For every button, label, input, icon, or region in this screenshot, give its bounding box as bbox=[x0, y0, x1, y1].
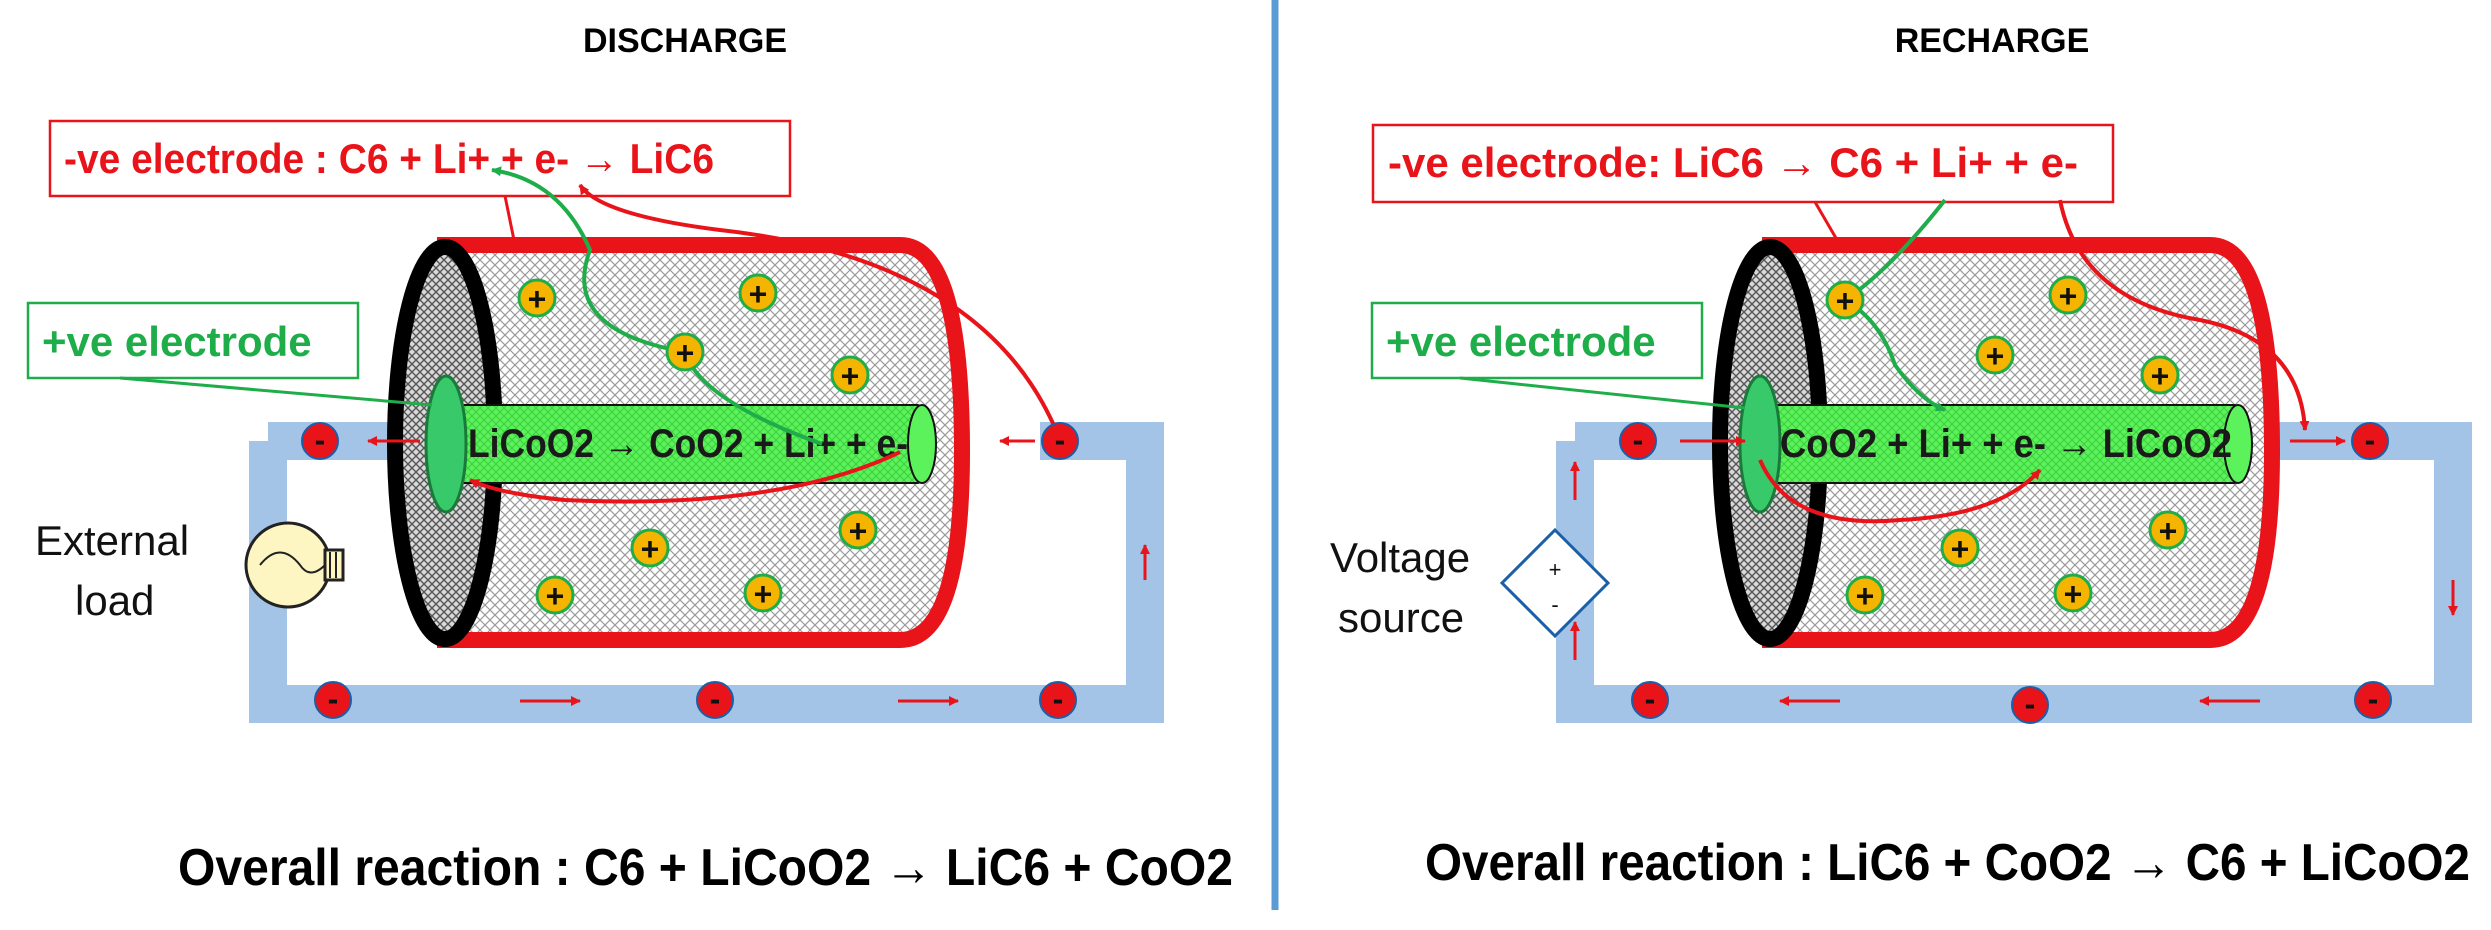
svg-text:+: + bbox=[841, 358, 860, 394]
device-label: External bbox=[35, 517, 189, 564]
li-ion: + bbox=[1845, 575, 1885, 615]
positive-electrode-label: +ve electrode bbox=[42, 318, 312, 365]
panel-title: DISCHARGE bbox=[583, 22, 787, 60]
li-ion: + bbox=[517, 278, 557, 318]
li-ion-path bbox=[491, 166, 823, 446]
svg-text:+: + bbox=[546, 578, 565, 614]
device-label: load bbox=[75, 577, 154, 624]
svg-text:+: + bbox=[1549, 557, 1562, 582]
positive-electrode-box bbox=[1370, 301, 1704, 380]
electron: - bbox=[1039, 681, 1077, 719]
positive-electrode-label: +ve electrode bbox=[1386, 318, 1656, 365]
svg-text:+: + bbox=[2151, 358, 2170, 394]
negative-electrode-box bbox=[48, 119, 792, 198]
tube-reaction: LiCoO2 → CoO2 + Li+ + e- bbox=[468, 422, 908, 466]
electron: - bbox=[1041, 422, 1079, 460]
electrode-pointer bbox=[1459, 376, 1746, 410]
tube-reaction: CoO2 + Li+ + e- → LiCoO2 bbox=[1780, 422, 2232, 466]
electron: - bbox=[2354, 681, 2392, 719]
svg-text:-: - bbox=[1645, 681, 1656, 717]
svg-text:+: + bbox=[1986, 338, 2005, 374]
voltage-source-icon: + - bbox=[1499, 527, 1611, 639]
svg-text:-: - bbox=[1053, 681, 1064, 717]
panel-title: RECHARGE bbox=[1895, 22, 2090, 60]
svg-text:-: - bbox=[1055, 422, 1066, 458]
svg-text:-: - bbox=[1633, 422, 1644, 458]
svg-text:+: + bbox=[2064, 576, 2083, 612]
li-ion: + bbox=[1975, 335, 2015, 375]
positive-electrode-box bbox=[26, 301, 360, 380]
li-ion: + bbox=[738, 273, 778, 313]
discharge-panel: DISCHARGE -ve electrode : C6 + Li+ + e- … bbox=[26, 22, 1233, 897]
neg-electrode-pointer bbox=[1813, 201, 1842, 246]
svg-text:+: + bbox=[528, 281, 547, 317]
li-ion: + bbox=[1940, 528, 1980, 568]
li-ion: + bbox=[630, 528, 670, 568]
electrode-pointer bbox=[119, 376, 433, 407]
svg-text:+: + bbox=[2159, 513, 2178, 549]
li-ion-path bbox=[1841, 198, 1947, 412]
electron: - bbox=[2351, 422, 2389, 460]
li-ion: + bbox=[1825, 280, 1865, 320]
overall-reaction: Overall reaction : LiC6 + CoO2 → C6 + Li… bbox=[1425, 834, 2470, 892]
electron: - bbox=[2011, 686, 2049, 724]
electron-path-top bbox=[578, 183, 1062, 441]
electron-path-bottom bbox=[1758, 459, 2042, 524]
electron: - bbox=[301, 422, 339, 460]
rod-end bbox=[907, 404, 937, 484]
electron: - bbox=[1619, 422, 1657, 460]
svg-text:-: - bbox=[2365, 422, 2376, 458]
svg-text:-: - bbox=[2025, 686, 2036, 722]
device-label: source bbox=[1338, 594, 1464, 641]
svg-text:-: - bbox=[315, 422, 326, 458]
electron-path-top bbox=[2058, 199, 2310, 431]
li-ion: + bbox=[743, 573, 783, 613]
svg-text:+: + bbox=[849, 513, 868, 549]
neg-electrode-pointer bbox=[503, 195, 517, 246]
electron: - bbox=[1631, 681, 1669, 719]
li-ion: + bbox=[2053, 573, 2093, 613]
li-ion: + bbox=[838, 510, 878, 550]
li-ion: + bbox=[830, 355, 870, 395]
li-ion: + bbox=[665, 332, 705, 372]
svg-text:+: + bbox=[754, 576, 773, 612]
li-ion: + bbox=[2048, 275, 2088, 315]
svg-text:-: - bbox=[710, 681, 721, 717]
li-ion: + bbox=[2148, 510, 2188, 550]
overall-reaction: Overall reaction : C6 + LiCoO2 → LiC6 + … bbox=[178, 839, 1233, 897]
rod-base bbox=[1738, 374, 1782, 514]
svg-text:+: + bbox=[1856, 578, 1875, 614]
electron: - bbox=[696, 681, 734, 719]
rod-end bbox=[2223, 404, 2253, 484]
device-label: Voltage bbox=[1330, 534, 1470, 581]
li-ion: + bbox=[2140, 355, 2180, 395]
rod-base bbox=[424, 374, 468, 514]
svg-text:+: + bbox=[641, 531, 660, 567]
negative-electrode-equation: -ve electrode : C6 + Li+ + e- → LiC6 bbox=[64, 135, 714, 182]
svg-text:+: + bbox=[676, 335, 695, 371]
li-ion: + bbox=[535, 575, 575, 615]
external-circuit bbox=[249, 422, 1164, 723]
svg-text:-: - bbox=[2368, 681, 2379, 717]
electron: - bbox=[314, 681, 352, 719]
svg-text:+: + bbox=[2059, 278, 2078, 314]
svg-text:+: + bbox=[749, 276, 768, 312]
electron-path-bottom bbox=[469, 450, 901, 504]
light-bulb-icon bbox=[244, 521, 345, 609]
negative-electrode-equation: -ve electrode: LiC6 → C6 + Li+ + e- bbox=[1388, 139, 2078, 186]
negative-electrode-box bbox=[1371, 123, 2115, 204]
svg-text:+: + bbox=[1836, 283, 1855, 319]
svg-text:+: + bbox=[1951, 531, 1970, 567]
svg-text:-: - bbox=[328, 681, 339, 717]
svg-text:-: - bbox=[1551, 592, 1558, 617]
recharge-panel: RECHARGE -ve electrode: LiC6 → C6 + Li+ … bbox=[1330, 22, 2472, 892]
